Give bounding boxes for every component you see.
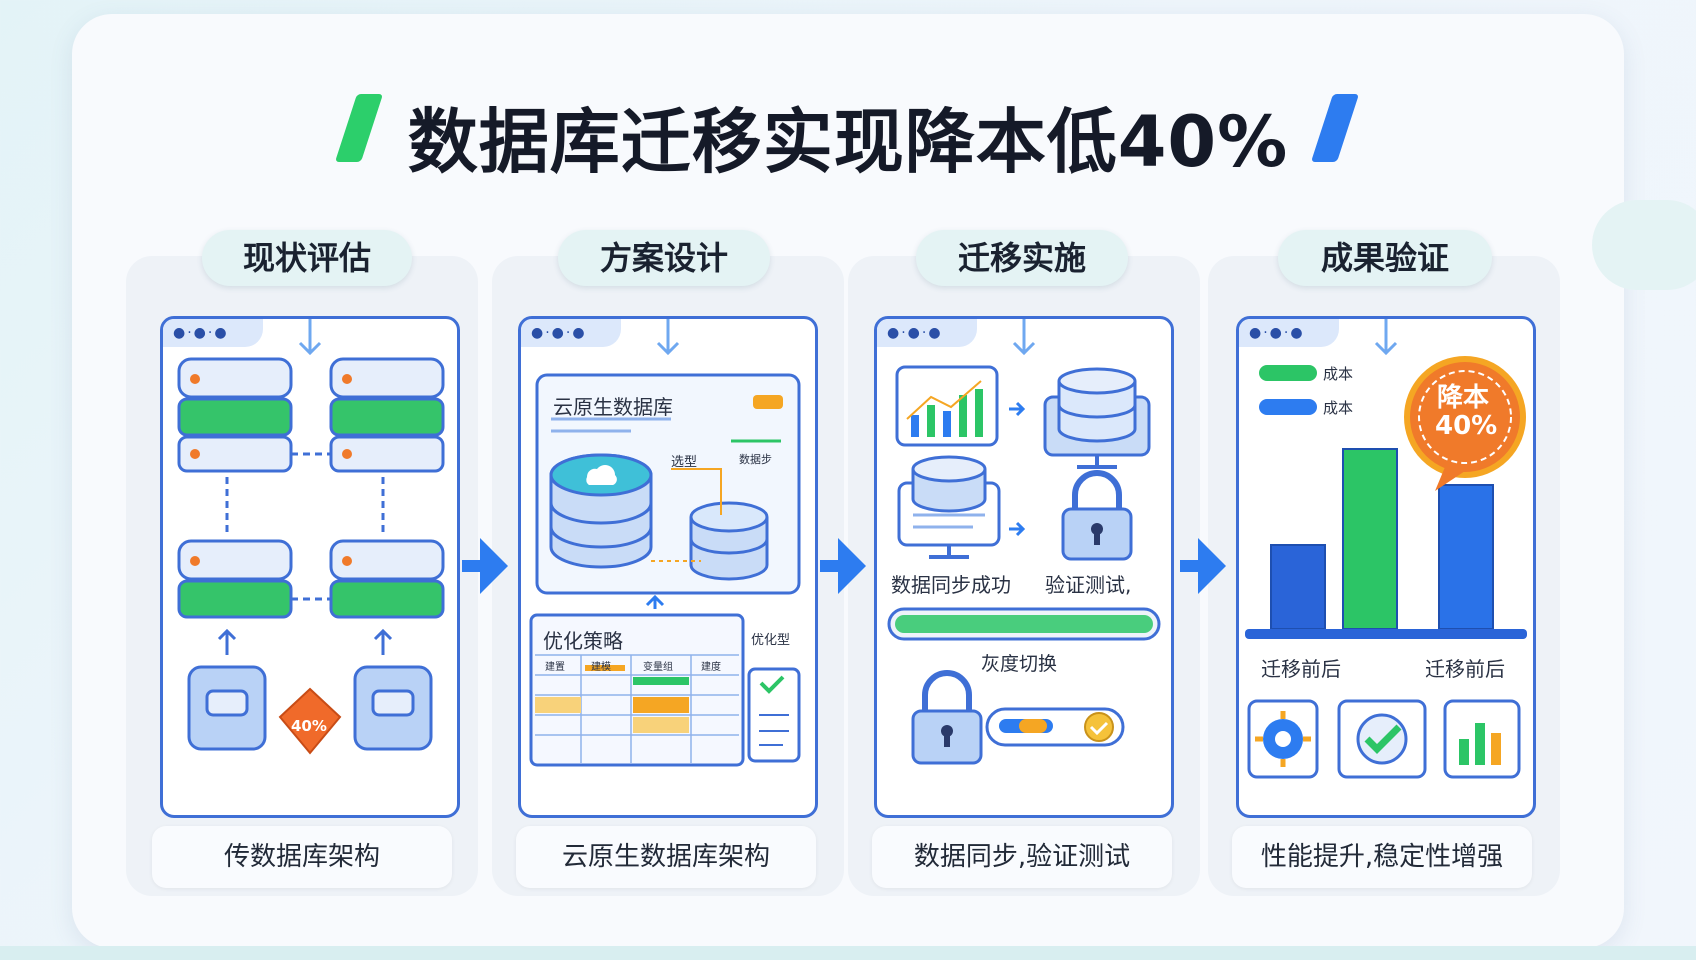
database-monitor-icon — [897, 455, 1001, 559]
stage-3-caption: 数据同步,验证测试 — [872, 826, 1172, 888]
verify-test-label: 验证测试, — [1045, 573, 1132, 597]
cloud-database-icon — [549, 453, 653, 569]
table-header: 变量组 — [643, 662, 673, 673]
strategy-table — [529, 613, 745, 767]
bottom-band — [0, 946, 1696, 960]
server-icon — [329, 357, 445, 473]
stage-2-label: 方案设计 — [558, 230, 770, 286]
chart-bar — [1438, 484, 1494, 630]
bar-stats-icon — [1443, 699, 1521, 779]
next-arrow-icon — [820, 538, 866, 594]
database-icon — [689, 501, 769, 581]
table-header: 建度 — [701, 662, 721, 673]
next-arrow-icon — [462, 538, 508, 594]
stage-2-caption: 云原生数据库架构 — [516, 826, 816, 888]
stage-4-caption: 性能提升,稳定性增强 — [1232, 826, 1532, 888]
cost-badge: 40% — [291, 717, 327, 735]
down-arrow-icon — [298, 341, 322, 356]
lock-icon — [911, 670, 983, 765]
stage-1-illustration — [177, 319, 445, 755]
legend-label: 成本 — [1323, 399, 1354, 417]
server-icon — [177, 357, 293, 473]
server-icon — [329, 539, 445, 619]
window-tab: ●·●·● — [877, 319, 977, 347]
select-label: 选型 — [671, 455, 698, 470]
x-axis-label: 迁移前后 — [1425, 657, 1505, 681]
title-area: 数据库迁移实现降本低40% — [0, 80, 1696, 183]
stage-2-frame: ●·●·● 云原生数据库 选 — [518, 316, 818, 818]
server-monitor-icon — [1043, 367, 1151, 469]
progress-fill — [895, 615, 1153, 633]
table-title: 优化策略 — [543, 629, 623, 653]
savings-badge-icon — [1404, 356, 1526, 491]
window-tab: ●·●·● — [1239, 319, 1339, 347]
savings-badge-line1: 降本 — [1437, 383, 1490, 413]
stage-1-frame: ●·●·● — [160, 316, 460, 818]
edge-decoration — [1592, 200, 1696, 290]
window-tab: ●·●·● — [521, 319, 621, 347]
chart-bar — [1342, 448, 1398, 630]
progress-bar — [887, 607, 1161, 641]
up-arrow-icon — [645, 594, 665, 609]
table-header: 建置 — [545, 662, 565, 673]
legend-swatch-green — [1259, 365, 1317, 381]
storage-icon — [353, 665, 433, 751]
stage-1-caption: 传数据库架构 — [152, 826, 452, 888]
window-tab: ●·●·● — [163, 319, 263, 347]
stage-3-label: 迁移实施 — [916, 230, 1128, 286]
legend-label: 成本 — [1323, 365, 1354, 383]
db-card-title: 云原生数据库 — [553, 395, 673, 419]
stage-2-illustration — [529, 319, 801, 767]
chart-baseline — [1245, 629, 1527, 639]
table-header: 建模 — [591, 662, 611, 673]
window-dots-icon: ●·●·● — [887, 325, 943, 341]
gray-release-label: 灰度切换 — [981, 653, 1058, 675]
side-label: 优化型 — [751, 633, 791, 648]
sync-label: 数据步 — [739, 453, 772, 466]
window-dots-icon: ●·●·● — [173, 325, 229, 341]
x-axis-label: 迁移前后 — [1261, 657, 1341, 681]
stage-3-illustration — [887, 319, 1161, 765]
legend-swatch-blue — [1259, 399, 1317, 415]
stage-3-frame: ●·●·● — [874, 316, 1174, 818]
window-dots-icon: ●·●·● — [531, 325, 587, 341]
stability-check-icon — [1337, 699, 1427, 779]
chart-bar — [1270, 544, 1326, 630]
stage-1-label: 现状评估 — [202, 230, 412, 286]
storage-icon — [187, 665, 267, 751]
page-title: 数据库迁移实现降本低40% — [407, 101, 1289, 183]
cost-tag-icon — [278, 687, 342, 755]
tag-icon — [753, 395, 783, 409]
next-arrow-icon — [1180, 538, 1226, 594]
sync-success-label: 数据同步成功 — [891, 573, 1011, 597]
server-icon — [177, 539, 293, 619]
results-bar-chart — [1245, 319, 1527, 779]
analytics-chart-icon — [895, 365, 999, 447]
stage-4-label: 成果验证 — [1278, 230, 1492, 286]
stage-4-frame: ●·●·● 成本 成本 降本 40% 迁移前后 迁移前后 — [1236, 316, 1536, 818]
toggle-switch — [985, 707, 1125, 747]
performance-gear-icon — [1247, 699, 1319, 779]
lock-icon — [1061, 470, 1133, 561]
savings-badge-line2: 40% — [1435, 411, 1498, 441]
window-dots-icon: ●·●·● — [1249, 325, 1305, 341]
